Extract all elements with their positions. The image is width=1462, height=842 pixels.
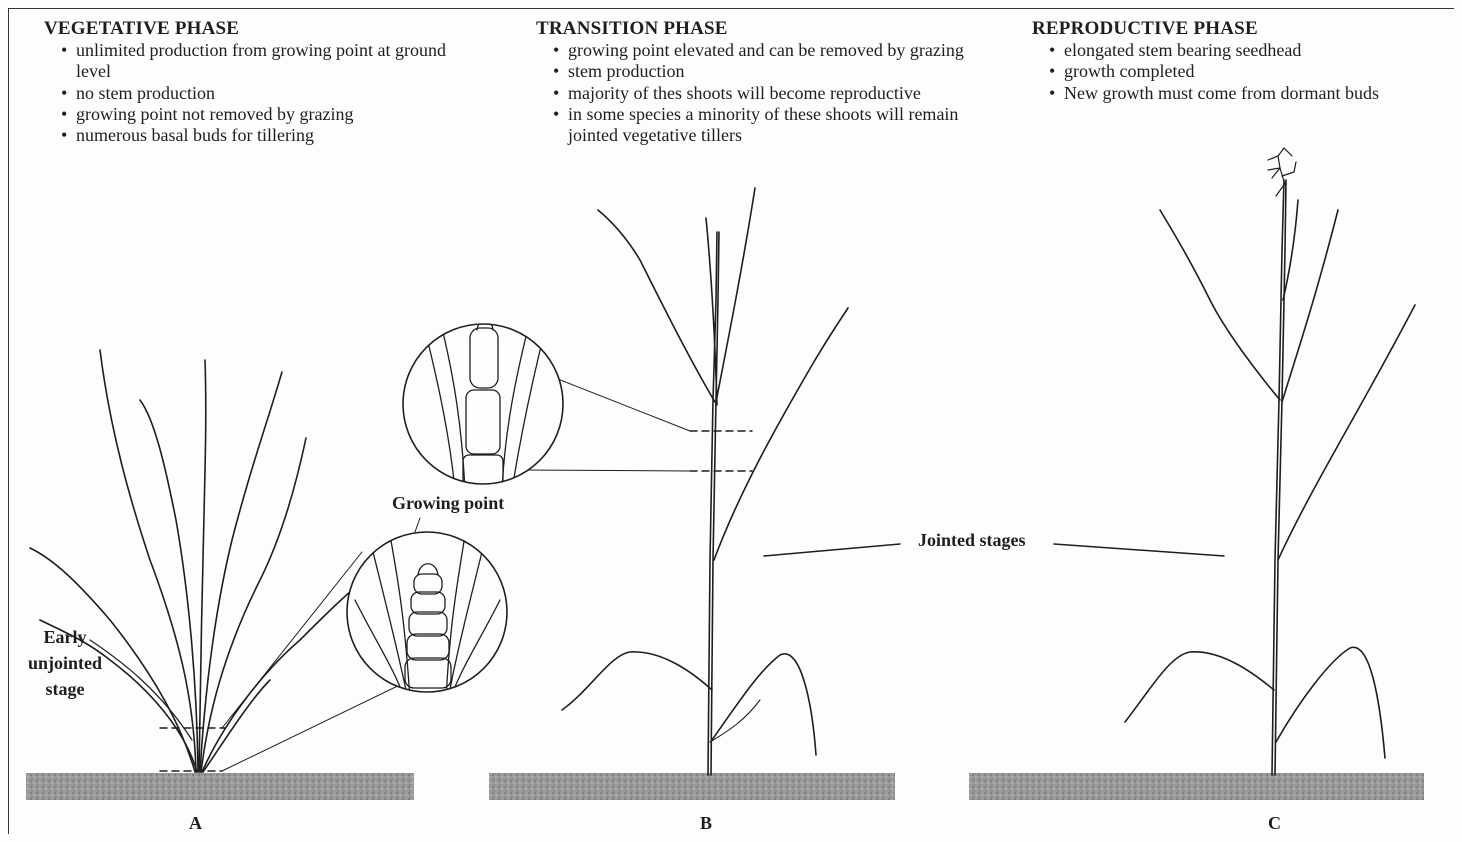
label-line: unjointed xyxy=(20,650,110,676)
plant-letter-c: C xyxy=(1268,813,1281,834)
early-unjointed-label: Early unjointed stage xyxy=(20,624,110,702)
growing-point-magnifier-a xyxy=(347,532,507,700)
label-line: Early xyxy=(20,624,110,650)
soil-strip-b xyxy=(489,773,895,800)
plant-c xyxy=(1125,180,1415,775)
plant-a xyxy=(30,350,358,772)
growing-point-label: Growing point xyxy=(392,493,504,514)
plant-letter-b: B xyxy=(700,813,712,834)
jointed-stages-label: Jointed stages xyxy=(918,530,1026,551)
plant-b xyxy=(562,188,848,775)
seedhead xyxy=(1268,148,1296,196)
growing-point-magnifier-b xyxy=(403,320,563,490)
soil-strip-a xyxy=(26,773,414,800)
plant-letter-a: A xyxy=(189,813,202,834)
soil-strip-c xyxy=(969,773,1424,800)
label-line: stage xyxy=(20,676,110,702)
